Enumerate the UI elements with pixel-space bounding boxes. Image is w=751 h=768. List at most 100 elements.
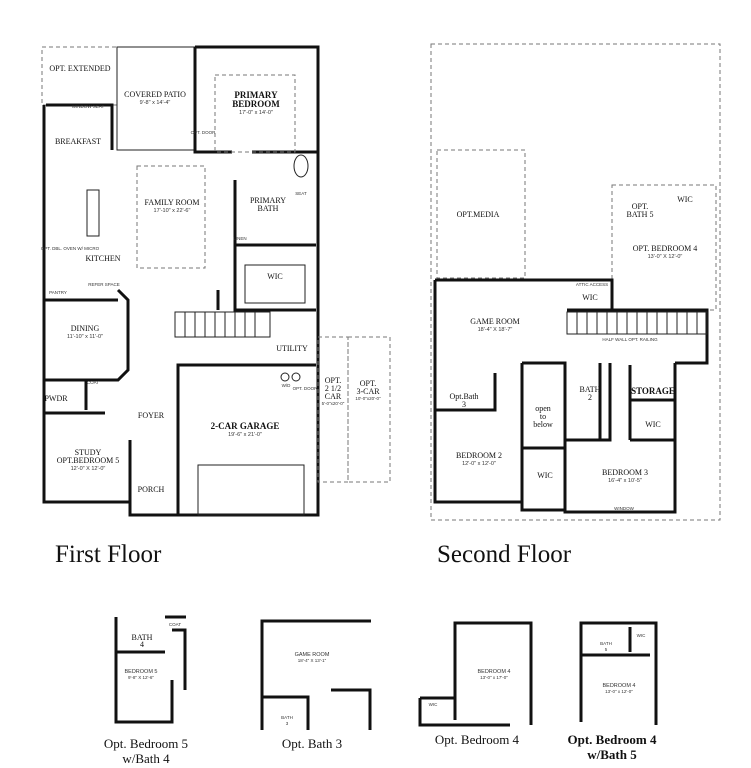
option-bedroom-5-bath-4: BATH 4 COAT BEDROOM 5 9'-8" X 12'-6" Opt… (104, 615, 188, 766)
label-below: below (533, 420, 553, 429)
label-wic-top: WIC (677, 195, 693, 204)
label-garage: 2-CAR GARAGE (211, 421, 280, 431)
label-opt-bath-5-1: OPT. (632, 202, 649, 211)
family-room-area (136, 165, 206, 269)
label-window-seat: WINDOW SEAT (72, 104, 105, 109)
opt-3-car-area (347, 336, 391, 483)
dim-room: 18'-4" X 13'-1" (298, 658, 327, 663)
label-opt-door-garage: OPT. DOOR (293, 386, 319, 391)
dim-primary-bedroom: 17'-0" x 14'-0" (239, 110, 273, 116)
label-opt-bath-3-1: Opt.Bath (449, 392, 478, 401)
dim-covered-patio: 9'-8" x 14'-4" (140, 100, 171, 106)
option-bedroom-4: BEDROOM 4 13'-0" x 17'-0" WIC Opt. Bedro… (418, 621, 533, 747)
label-family-room: FAMILY ROOM (145, 198, 200, 207)
label-opt-3-car-2: 3-CAR (356, 387, 380, 396)
label-opt-bath-3-2: 3 (462, 400, 466, 409)
label-bath: BATH (281, 715, 293, 720)
label-opt-2-5-car-1: OPT. (325, 376, 342, 385)
label-opt-2-5-car-2: 2 1/2 (325, 384, 341, 393)
option-bedroom-4-bath-5: BATH 5 WIC BEDROOM 4 13'-0" x 12'-0" Opt… (568, 621, 658, 762)
label-bath-no: 5 (605, 647, 608, 652)
label-wic-bedroom-2: WIC (537, 471, 553, 480)
dim-bedroom-2: 12'-0" x 12'-0" (462, 461, 496, 467)
first-floor-plan: OPT. EXTENDED COVERED PATIO 9'-8" x 14'-… (41, 45, 391, 517)
label-primary-bedroom-2: BEDROOM (232, 99, 280, 109)
label-room: GAME ROOM (295, 652, 330, 658)
label-room: BEDROOM 4 (602, 683, 635, 689)
label-linen: LINEN (233, 236, 246, 241)
second-floor-plan: OPT.MEDIA OPT. BATH 5 WIC OPT. BEDROOM 4… (430, 43, 721, 521)
label-wd: W/D (282, 383, 291, 388)
caption-opt-bath-3: Opt. Bath 3 (282, 736, 342, 751)
label-to: to (540, 412, 546, 421)
dim-opt-2-5-car: 5'-0"x20'-0" (322, 401, 345, 406)
opt-2-5-car-area (317, 336, 349, 483)
label-opt-door: OPT. DOOR (191, 130, 217, 135)
dim-bedroom-3: 16'-4" x 10'-5" (608, 478, 642, 484)
label-wic-bedroom-3: WIC (645, 420, 661, 429)
label-primary-bath-2: BATH (258, 204, 279, 213)
label-window: WINDOW (614, 506, 634, 511)
label-bath-2-1: BATH (580, 385, 601, 394)
dim-garage: 19'-6" x 21'-0" (228, 432, 262, 438)
label-storage: STORAGE (631, 386, 675, 396)
label-bedroom-2: BEDROOM 2 (456, 451, 502, 460)
label-opt-2-5-car-3: CAR (325, 392, 342, 401)
label-room: BEDROOM 5 (124, 669, 157, 675)
label-opt-media: OPT.MEDIA (457, 210, 500, 219)
label-half-wall: HALF WALL OPT. RAILING (602, 337, 658, 342)
label-bath-no: 4 (140, 640, 144, 649)
label-utility: UTILITY (276, 344, 308, 353)
caption-opt-bedroom-5: Opt. Bedroom 5 (104, 736, 188, 751)
label-open: open (535, 404, 551, 413)
caption-with-bath-5: w/Bath 5 (587, 747, 637, 762)
label-porch: PORCH (138, 485, 165, 494)
label-dining: DINING (71, 324, 100, 333)
caption-opt-bedroom-4-b: Opt. Bedroom 4 (568, 732, 657, 747)
caption-opt-bedroom-4: Opt. Bedroom 4 (435, 732, 520, 747)
label-primary-bath-1: PRIMARY (250, 196, 286, 205)
dryer-icon (291, 372, 301, 382)
label-refer-space: REFER SPACE (88, 282, 119, 287)
dim-room: 9'-8" X 12'-6" (128, 675, 154, 680)
label-room: BEDROOM 4 (477, 669, 510, 675)
label-kitchen: KITCHEN (85, 254, 120, 263)
label-bath: BATH (600, 641, 612, 646)
label-bedroom-3: BEDROOM 3 (602, 468, 648, 477)
dim-game-room: 18'-4" X 18'-7" (478, 327, 513, 333)
label-attic-access: ATTIC ACCESS (576, 282, 608, 287)
label-primary-bedroom-1: PRIMARY (234, 90, 278, 100)
label-coat: COAT (169, 622, 181, 627)
label-opt-bedroom-5: OPT.BEDROOM 5 (57, 456, 120, 465)
label-wic-game: WIC (582, 293, 598, 302)
washer-icon (280, 372, 290, 382)
label-bath: BATH (132, 633, 153, 642)
label-pwdr: PWDR (44, 394, 68, 403)
label-opt-bedroom-4: OPT. BEDROOM 4 (633, 244, 698, 253)
label-bath-no: 3 (286, 721, 289, 726)
garage-door (197, 464, 305, 516)
first-floor-title: First Floor (55, 541, 162, 568)
dim-room: 13'-0" x 17'-0" (480, 675, 508, 680)
option-bath-3: GAME ROOM 18'-4" X 13'-1" BATH 3 Opt. Ba… (260, 619, 372, 751)
dim-opt-3-car: 10'-0"x20'-0" (355, 396, 381, 401)
label-seat: SEAT (295, 191, 307, 196)
label-opt-extended: OPT. EXTENDED (49, 64, 110, 73)
label-coat: COAT (87, 380, 99, 385)
tub-icon (293, 154, 309, 178)
opt-media-area (436, 149, 526, 279)
label-study: STUDY (75, 448, 102, 457)
second-floor-title: Second Floor (437, 541, 572, 568)
dim-room: 13'-0" x 12'-0" (605, 689, 633, 694)
label-game-room: GAME ROOM (470, 317, 520, 326)
label-covered-patio: COVERED PATIO (124, 90, 186, 99)
label-opt-bath-5-2: BATH 5 (627, 210, 654, 219)
label-breakfast: BREAKFAST (55, 137, 101, 146)
label-wic: WIC (637, 633, 646, 638)
label-bath-2-2: 2 (588, 393, 592, 402)
caption-with-bath-4: w/Bath 4 (122, 751, 170, 766)
opt-extended-area (41, 46, 118, 106)
dim-opt-bedroom-4: 13'-0" X 12'-0" (648, 254, 683, 260)
upper-stairs (566, 311, 708, 335)
